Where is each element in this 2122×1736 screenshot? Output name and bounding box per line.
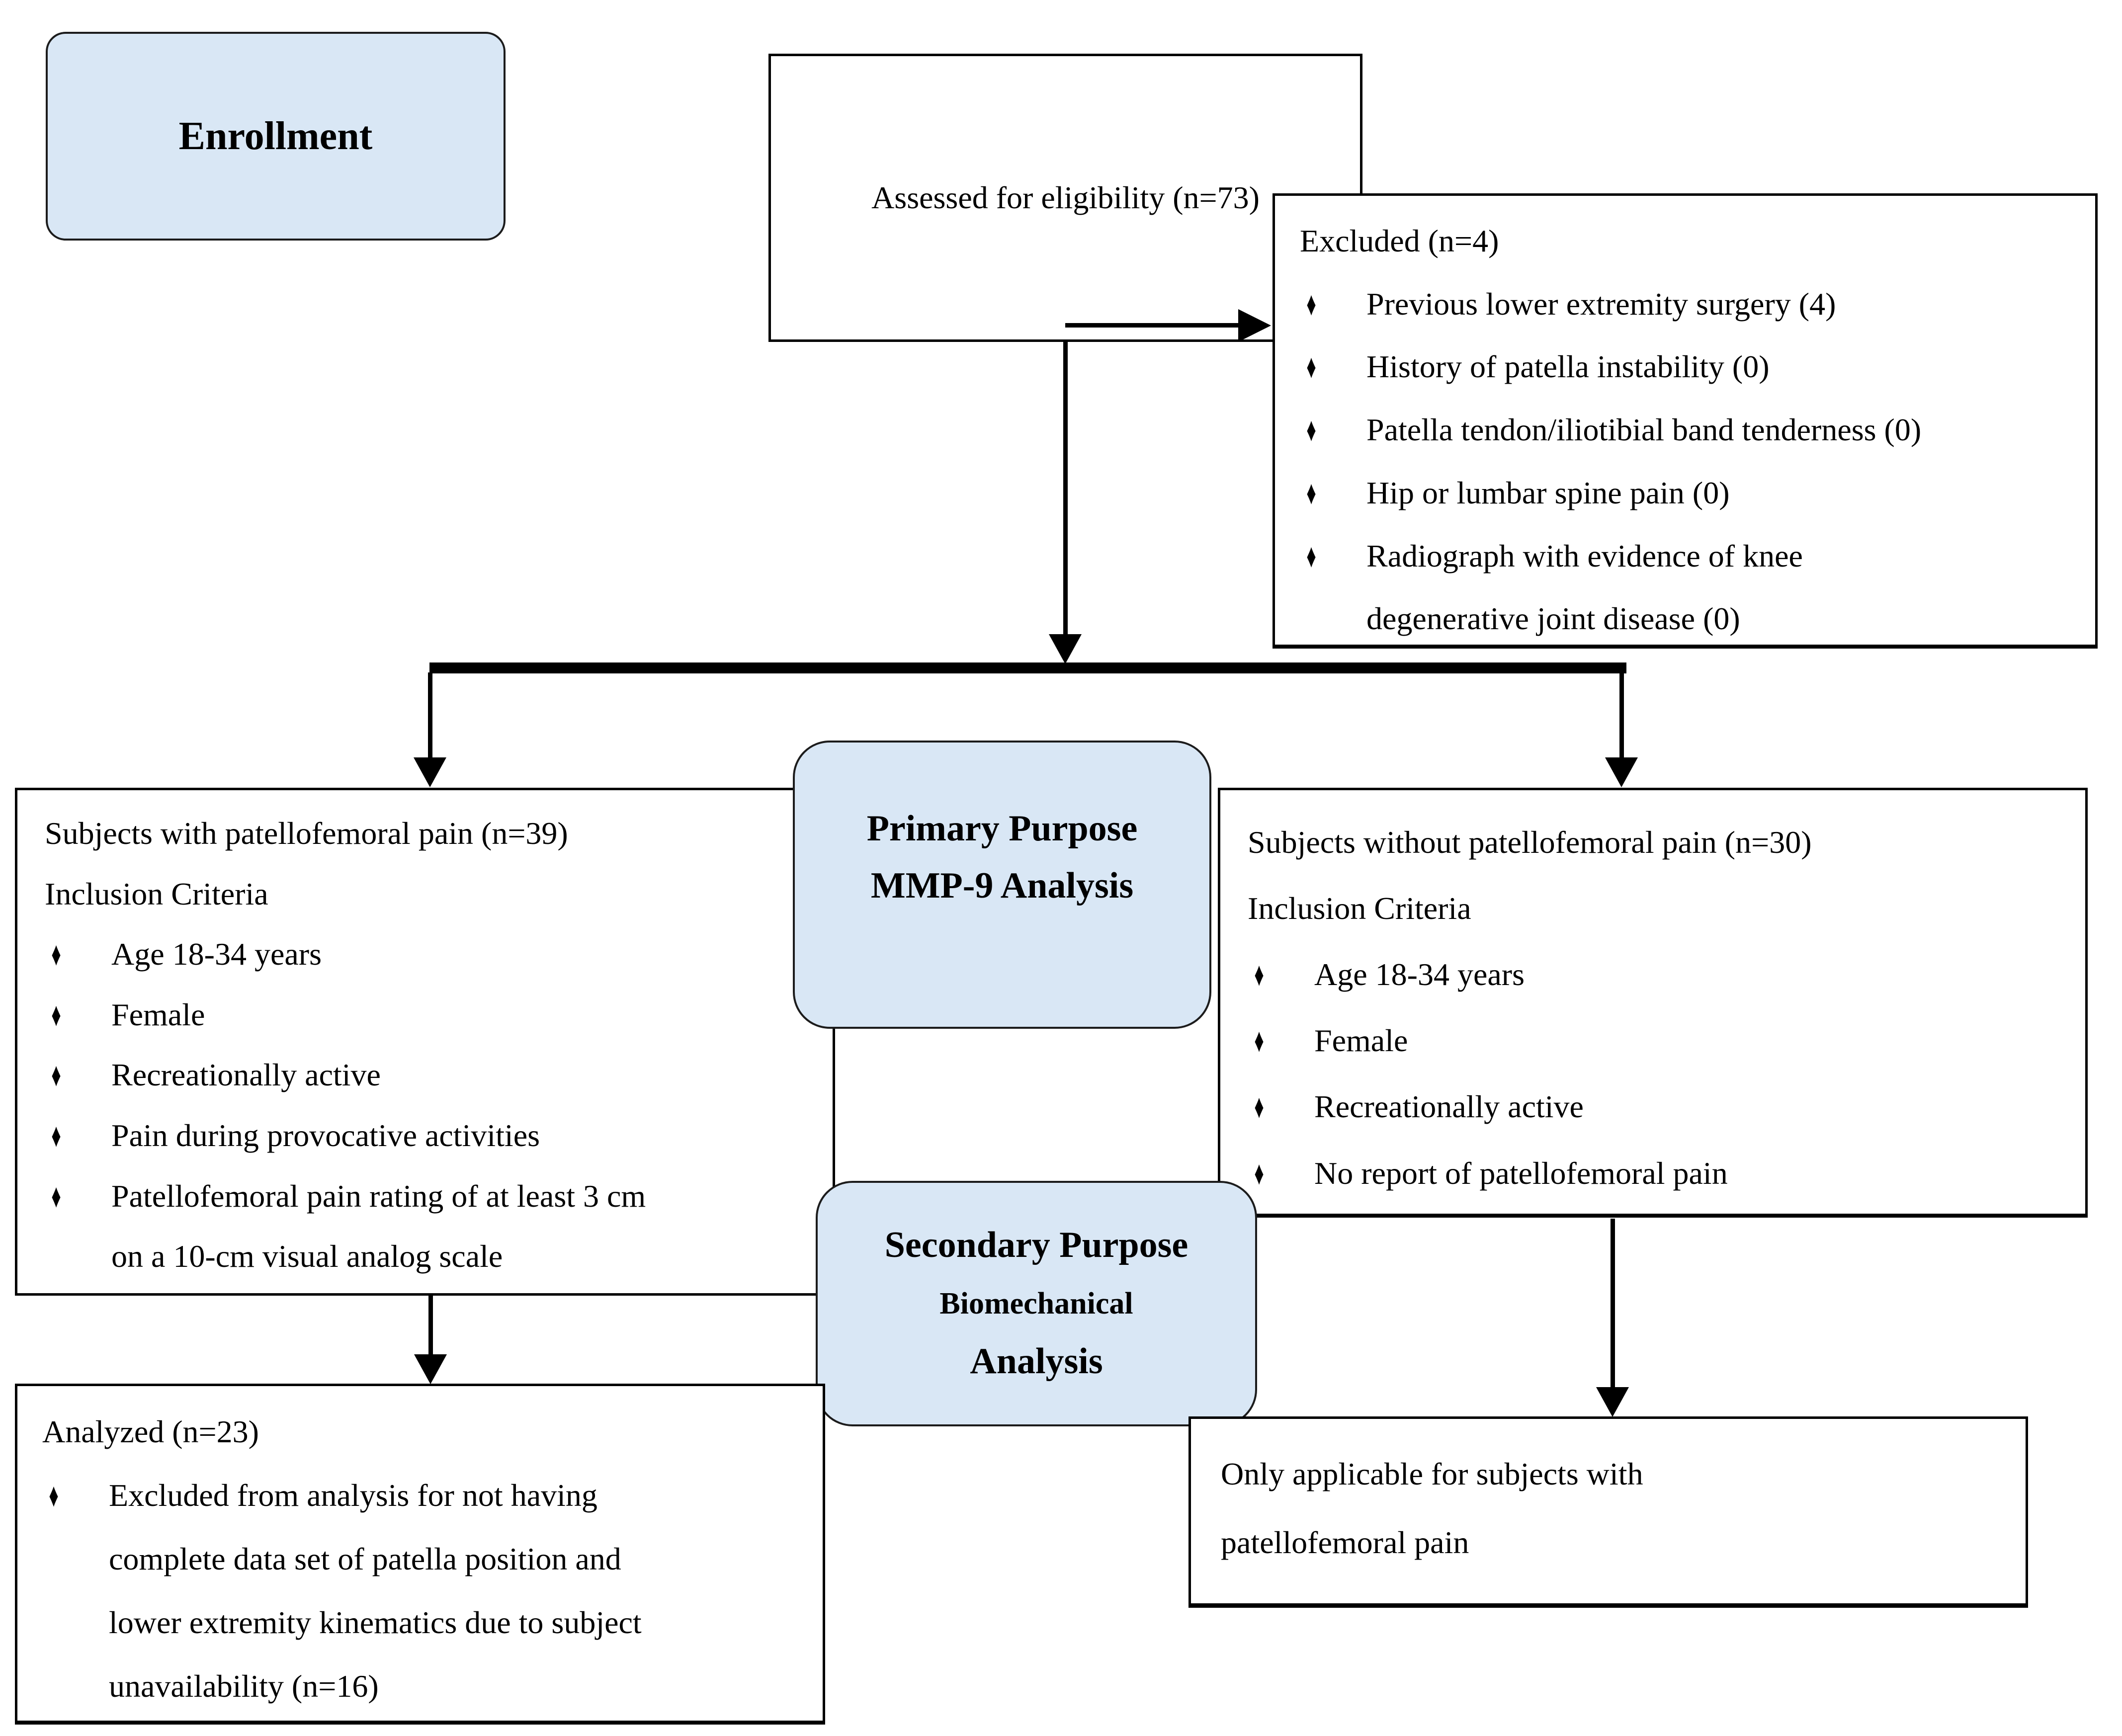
list-item: ♦ Pain during provocative activities xyxy=(45,1105,820,1166)
list-item: ♦ Patella tendon/iliotibial band tendern… xyxy=(1300,399,2078,462)
arrow-split-to-control-shaft xyxy=(1619,672,1624,758)
bullet-text: Radiograph with evidence of knee xyxy=(1366,538,1803,574)
bullet-text: Pain during provocative activities xyxy=(111,1117,540,1153)
control-bullet-list: ♦ Age 18-34 years ♦ Female ♦ Recreationa… xyxy=(1248,941,2073,1206)
control-group-box: Subjects without patellofemoral pain (n=… xyxy=(1218,788,2088,1218)
list-item: ♦ Patellofemoral pain rating of at least… xyxy=(45,1166,820,1287)
assessed-box: Assessed for eligibility (n=73) xyxy=(768,54,1362,342)
list-item: ♦ Previous lower extremity surgery (4) xyxy=(1300,273,2078,336)
primary-purpose-line2: MMP-9 Analysis xyxy=(870,865,1134,906)
list-item: ♦ Recreationally active xyxy=(45,1045,820,1105)
biomech-note-box: Only applicable for subjects with patell… xyxy=(1188,1416,2028,1608)
excluded-bullet-list: ♦ Previous lower extremity surgery (4) ♦… xyxy=(1300,273,2078,651)
pfp-group-subtitle: Inclusion Criteria xyxy=(45,876,268,911)
biomech-note-line1: Only applicable for subjects with xyxy=(1221,1456,1643,1491)
list-item: ♦ Recreationally active xyxy=(1248,1074,2073,1140)
diamond-bullet-icon: ♦ xyxy=(51,995,61,1033)
bullet-text: lower extremity kinematics due to subjec… xyxy=(109,1605,642,1640)
bullet-text: complete data set of patella position an… xyxy=(109,1541,621,1576)
analyzed-title: Analyzed (n=23) xyxy=(42,1414,259,1449)
list-item: ♦ Hip or lumbar spine pain (0) xyxy=(1300,462,2078,525)
control-group-title: Subjects without patellofemoral pain (n=… xyxy=(1248,825,1812,860)
bullet-text: Recreationally active xyxy=(111,1057,381,1093)
arrow-split-to-control-head xyxy=(1605,757,1638,787)
assessed-label: Assessed for eligibility (n=73) xyxy=(871,180,1260,215)
bullet-text: No report of patellofemoral pain xyxy=(1314,1155,1728,1191)
arrow-split-to-pfp-shaft xyxy=(428,672,432,758)
arrow-split-to-pfp-head xyxy=(414,757,446,787)
bullet-text: Female xyxy=(1314,1023,1408,1059)
bullet-text: Recreationally active xyxy=(1314,1089,1584,1125)
diamond-bullet-icon: ♦ xyxy=(1306,411,1316,448)
control-group-subtitle: Inclusion Criteria xyxy=(1248,891,1471,926)
diamond-bullet-icon: ♦ xyxy=(1254,1154,1264,1192)
biomech-note-line2: patellofemoral pain xyxy=(1221,1524,1469,1560)
diamond-bullet-icon: ♦ xyxy=(51,935,61,973)
primary-purpose-box: Primary Purpose MMP-9 Analysis xyxy=(793,741,1211,1029)
arrow-control-to-note-shaft xyxy=(1611,1219,1615,1388)
list-item: ♦ Excluded from analysis for not having … xyxy=(42,1464,810,1718)
diamond-bullet-icon: ♦ xyxy=(51,1177,61,1215)
diamond-bullet-icon: ♦ xyxy=(1254,1022,1264,1060)
bullet-text: Previous lower extremity surgery (4) xyxy=(1366,286,1836,322)
bullet-text: Female xyxy=(111,996,205,1032)
pfp-group-title: Subjects with patellofemoral pain (n=39) xyxy=(45,816,568,851)
pfp-group-box: Subjects with patellofemoral pain (n=39)… xyxy=(15,788,835,1296)
primary-purpose-line1: Primary Purpose xyxy=(866,808,1138,849)
arrow-assessed-to-split-shaft xyxy=(1063,342,1068,636)
bullet-text: Patella tendon/iliotibial band tendernes… xyxy=(1366,412,1922,448)
diamond-bullet-icon: ♦ xyxy=(49,1477,59,1514)
list-item: ♦ Age 18-34 years xyxy=(1248,941,2073,1007)
bullet-text: History of patella instability (0) xyxy=(1366,349,1770,385)
pfp-bullet-list: ♦ Age 18-34 years ♦ Female ♦ Recreationa… xyxy=(45,924,820,1287)
bullet-text: Excluded from analysis for not having xyxy=(109,1478,597,1513)
secondary-purpose-box: Secondary Purpose Biomechanical Analysis xyxy=(816,1181,1257,1426)
diamond-bullet-icon: ♦ xyxy=(51,1056,61,1094)
list-item: ♦ Age 18-34 years xyxy=(45,924,820,985)
bullet-text: Age 18-34 years xyxy=(1314,957,1525,992)
diamond-bullet-icon: ♦ xyxy=(1306,474,1316,511)
diamond-bullet-icon: ♦ xyxy=(1306,285,1316,323)
split-bar xyxy=(429,662,1626,673)
list-item: ♦ History of patella instability (0) xyxy=(1300,335,2078,399)
bullet-text: Hip or lumbar spine pain (0) xyxy=(1366,475,1730,510)
diamond-bullet-icon: ♦ xyxy=(1254,956,1264,993)
list-item: ♦ Female xyxy=(1248,1007,2073,1074)
excluded-box: Excluded (n=4) ♦ Previous lower extremit… xyxy=(1273,193,2098,649)
analyzed-bullet-list: ♦ Excluded from analysis for not having … xyxy=(42,1464,810,1718)
arrow-assessed-to-split-head xyxy=(1049,634,1082,664)
excluded-title: Excluded (n=4) xyxy=(1300,223,1499,258)
bullet-text: on a 10-cm visual analog scale xyxy=(111,1239,503,1274)
secondary-purpose-line3: Analysis xyxy=(970,1341,1103,1382)
arrow-to-excluded-head xyxy=(1238,309,1271,342)
bullet-text: Age 18-34 years xyxy=(111,936,322,972)
bullet-text: Patellofemoral pain rating of at least 3… xyxy=(111,1178,646,1214)
diamond-bullet-icon: ♦ xyxy=(1306,348,1316,386)
list-item: ♦ Female xyxy=(45,985,820,1045)
bullet-text: unavailability (n=16) xyxy=(109,1668,379,1704)
diamond-bullet-icon: ♦ xyxy=(51,1117,61,1154)
arrow-to-excluded-shaft xyxy=(1065,323,1239,328)
diamond-bullet-icon: ♦ xyxy=(1306,537,1316,575)
secondary-purpose-line2: Biomechanical xyxy=(939,1286,1133,1321)
diamond-bullet-icon: ♦ xyxy=(1254,1088,1264,1126)
analyzed-box: Analyzed (n=23) ♦ Excluded from analysis… xyxy=(15,1384,825,1725)
arrow-pfp-to-analyzed-shaft xyxy=(428,1296,433,1355)
bullet-text: degenerative joint disease (0) xyxy=(1366,601,1740,637)
arrow-control-to-note-head xyxy=(1596,1387,1629,1417)
secondary-purpose-line1: Secondary Purpose xyxy=(884,1225,1188,1266)
list-item: ♦ Radiograph with evidence of knee degen… xyxy=(1300,525,2078,651)
arrow-pfp-to-analyzed-head xyxy=(414,1354,447,1384)
list-item: ♦ No report of patellofemoral pain xyxy=(1248,1140,2073,1206)
enrollment-box: Enrollment xyxy=(46,32,506,241)
enrollment-label: Enrollment xyxy=(178,114,373,158)
